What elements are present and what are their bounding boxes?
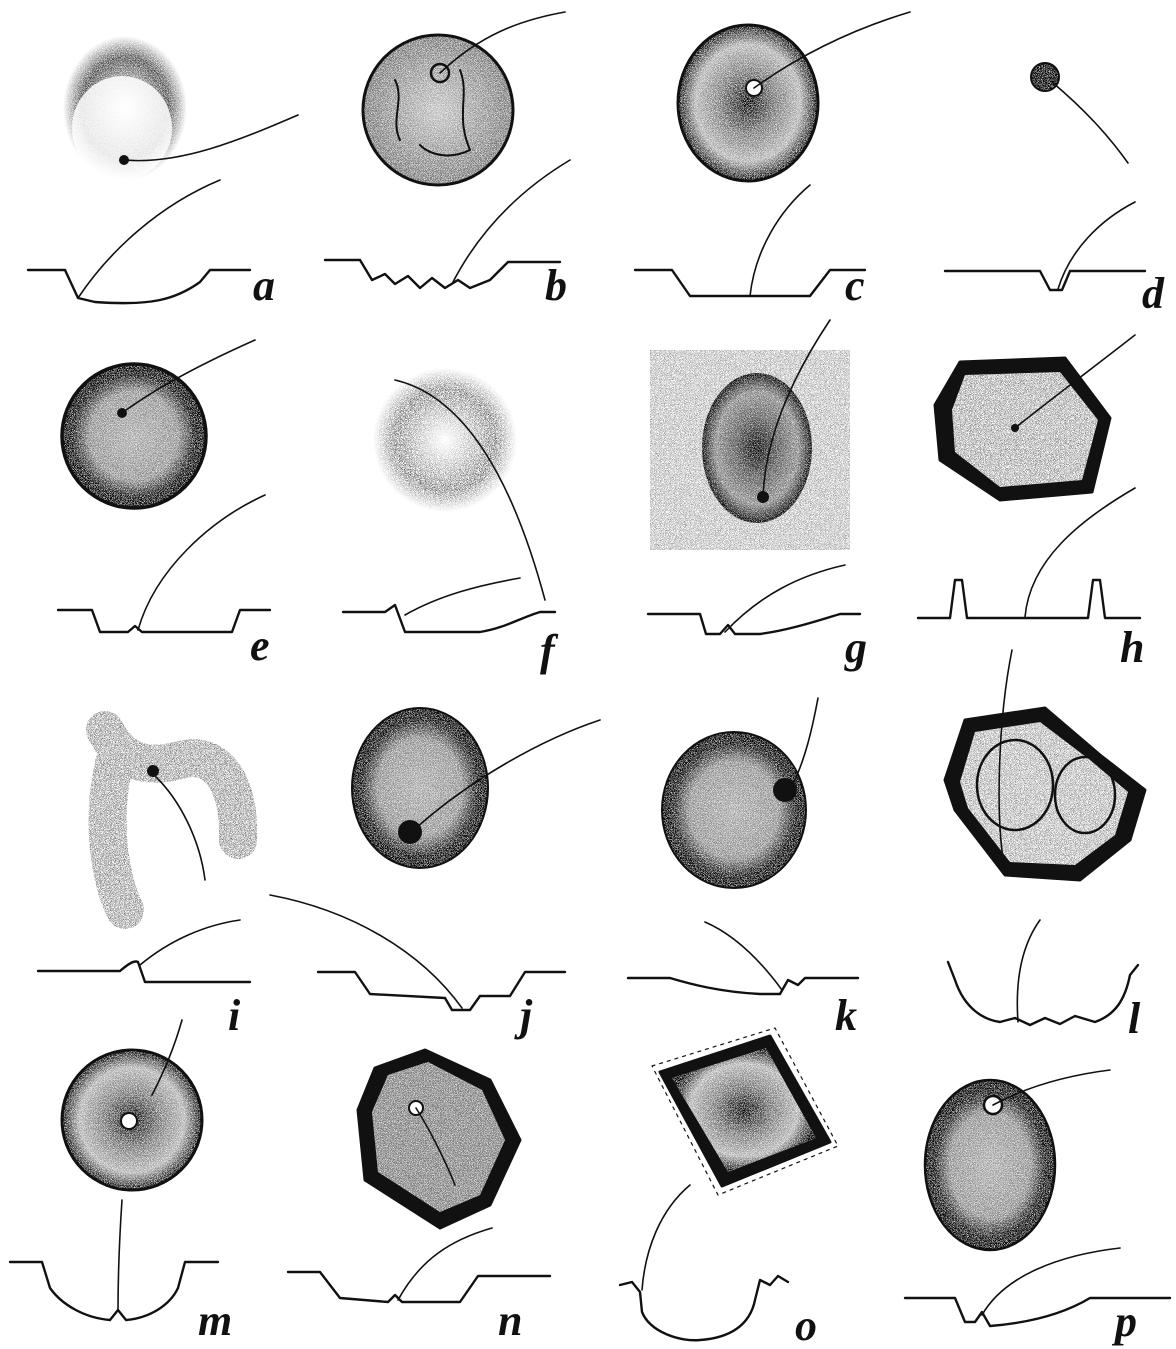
- panel-k: [628, 698, 858, 994]
- panel-label-j: j: [514, 991, 533, 1040]
- profile-a: [28, 270, 250, 303]
- panel-o: [620, 1028, 838, 1340]
- panel-l: [945, 650, 1145, 1025]
- profile-g: [648, 614, 860, 634]
- panel-b: [325, 12, 570, 288]
- crater-i-ejecta: [105, 730, 238, 910]
- panel-label-c: c: [845, 261, 865, 310]
- panel-c: [635, 12, 910, 296]
- profile-m: [10, 1262, 218, 1320]
- panel-label-a: a: [253, 261, 275, 310]
- panel-label-p: p: [1111, 1297, 1137, 1346]
- panel-label-d: d: [1142, 269, 1165, 318]
- profile-d: [945, 271, 1145, 290]
- panel-m: [10, 1020, 218, 1320]
- panel-g: [648, 320, 860, 634]
- panel-e: [58, 340, 270, 632]
- panel-p: [905, 1070, 1170, 1326]
- profile-l: [948, 962, 1138, 1025]
- panel-h: [918, 335, 1140, 618]
- profile-e: [58, 610, 270, 632]
- panel-label-i: i: [228, 991, 241, 1040]
- leader-a-bottom: [78, 180, 220, 298]
- panel-label-f: f: [540, 626, 559, 675]
- panel-label-e: e: [250, 621, 270, 670]
- panel-label-k: k: [835, 991, 857, 1040]
- profile-f: [343, 605, 555, 632]
- profile-k: [628, 978, 858, 994]
- panel-label-g: g: [844, 623, 867, 672]
- profile-i: [38, 961, 250, 982]
- panel-label-n: n: [498, 1296, 522, 1345]
- profile-o: [620, 1276, 788, 1340]
- panel-i: [38, 730, 250, 982]
- panel-n: [288, 1050, 550, 1302]
- crater-j-pit: [398, 820, 422, 844]
- panel-label-o: o: [795, 1301, 817, 1349]
- profile-b: [325, 260, 560, 288]
- panel-d: [945, 63, 1145, 290]
- crater-f-halo: [373, 368, 517, 512]
- crater-g-fill: [702, 373, 812, 523]
- panel-j: [270, 708, 600, 1010]
- panel-label-b: b: [545, 261, 567, 310]
- panel-label-h: h: [1120, 623, 1144, 672]
- panel-label-l: l: [1128, 994, 1141, 1043]
- panel-label-m: m: [198, 1296, 232, 1345]
- panel-f: [343, 368, 555, 632]
